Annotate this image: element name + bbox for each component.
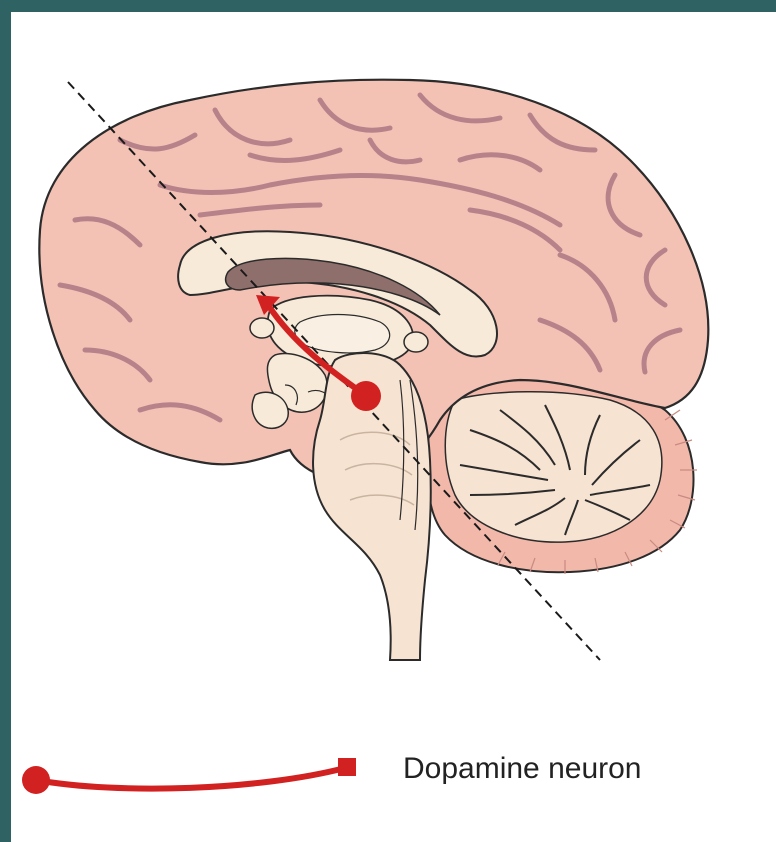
neuron-body-icon [22, 766, 50, 794]
legend-label: Dopamine neuron [403, 752, 642, 786]
neuron-terminal-icon [338, 758, 356, 776]
cerebellum [427, 380, 697, 574]
legend-neuron-symbol [22, 758, 356, 794]
